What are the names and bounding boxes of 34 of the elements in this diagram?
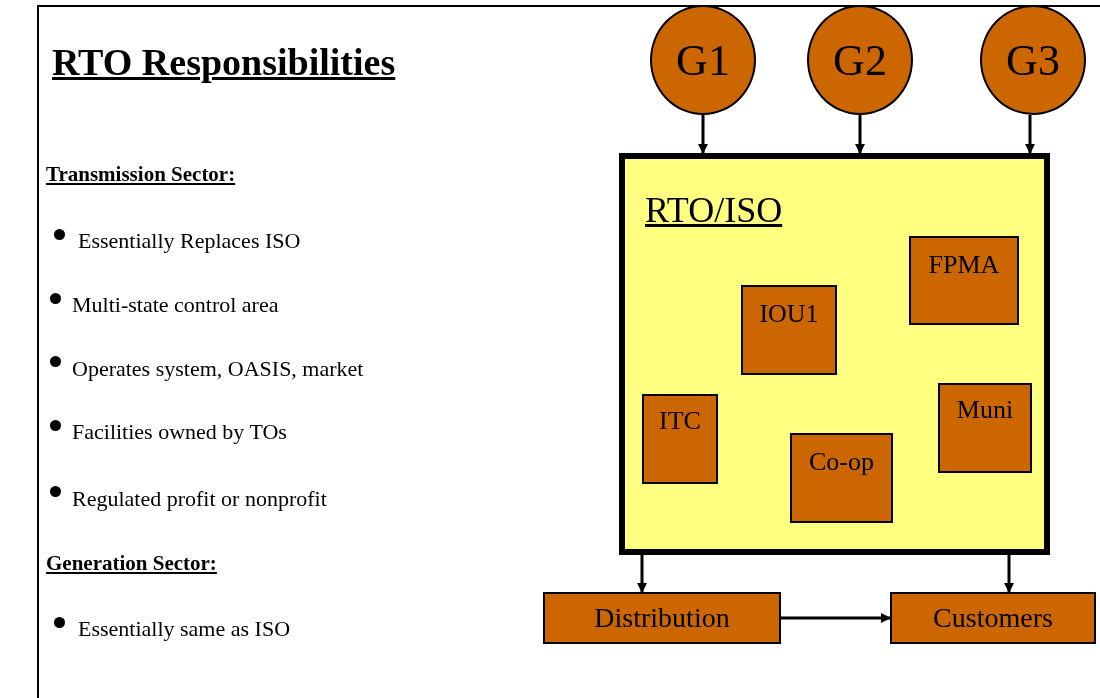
process-box <box>890 592 1096 644</box>
container-title: RTO/ISO <box>645 189 783 231</box>
node-label: Distribution <box>594 602 730 634</box>
node-label: G1 <box>676 34 730 86</box>
arrow <box>781 613 891 623</box>
bullet-text: Operates system, OASIS, market <box>72 356 364 382</box>
section-heading: Transmission Sector: <box>46 162 236 187</box>
arrow <box>1004 555 1014 593</box>
process-box <box>543 592 781 644</box>
bullet-text: Facilities owned by TOs <box>72 419 287 445</box>
entity-box <box>938 383 1032 473</box>
entity-box <box>790 433 893 523</box>
node-label: Customers <box>933 602 1053 634</box>
arrow <box>637 555 647 593</box>
arrow <box>855 115 865 154</box>
entity-box <box>909 236 1019 325</box>
bullet-text: Regulated profit or nonprofit <box>72 486 327 512</box>
bullet-text: Multi-state control area <box>72 292 279 318</box>
bullet-text: Essentially Replaces ISO <box>78 228 301 254</box>
section-heading: Generation Sector: <box>46 551 217 576</box>
node-label: G2 <box>833 34 887 86</box>
container-box <box>619 153 1050 555</box>
node-label: Muni <box>956 395 1014 426</box>
entity-box <box>642 394 718 484</box>
node-label: ITC <box>659 406 701 437</box>
arrow <box>1025 115 1035 154</box>
node-label: Co-op <box>809 447 874 478</box>
node-label: IOU1 <box>759 299 819 330</box>
title: RTO Responsibilities <box>52 42 396 84</box>
entity-box <box>741 285 837 375</box>
bullet-text: Essentially same as ISO <box>78 616 291 642</box>
node-label: FPMA <box>928 250 1000 281</box>
node-label: G3 <box>1006 34 1060 86</box>
arrow <box>698 115 708 154</box>
